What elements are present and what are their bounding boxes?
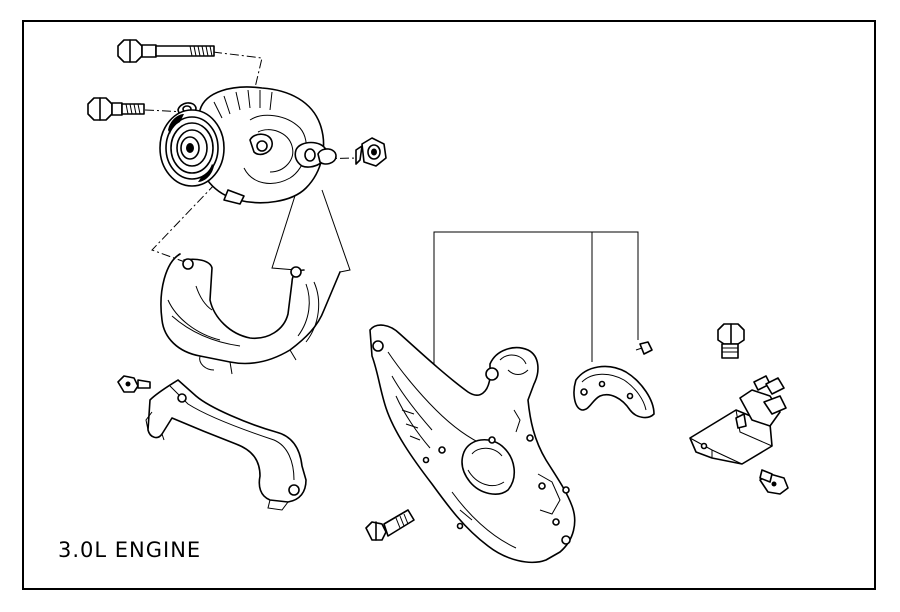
bracket-leader-lines [433,231,639,380]
engine-mount-outline [160,253,341,375]
brace-bolt [117,375,151,393]
figure-caption: 3.0L ENGINE [58,538,202,562]
alternator-short-bolt [87,97,145,121]
heat-shield [573,365,655,419]
alternator-brace [145,379,307,511]
bracket-bolt [365,509,415,541]
alternator-nut [355,137,387,167]
voltage-regulator [689,375,787,465]
alternator-long-bolt [117,39,215,63]
regulator-screw [759,469,789,495]
alternator [159,86,337,205]
mounting-bracket [369,324,576,564]
shield-screw [635,341,653,355]
regulator-bolt [717,323,745,359]
